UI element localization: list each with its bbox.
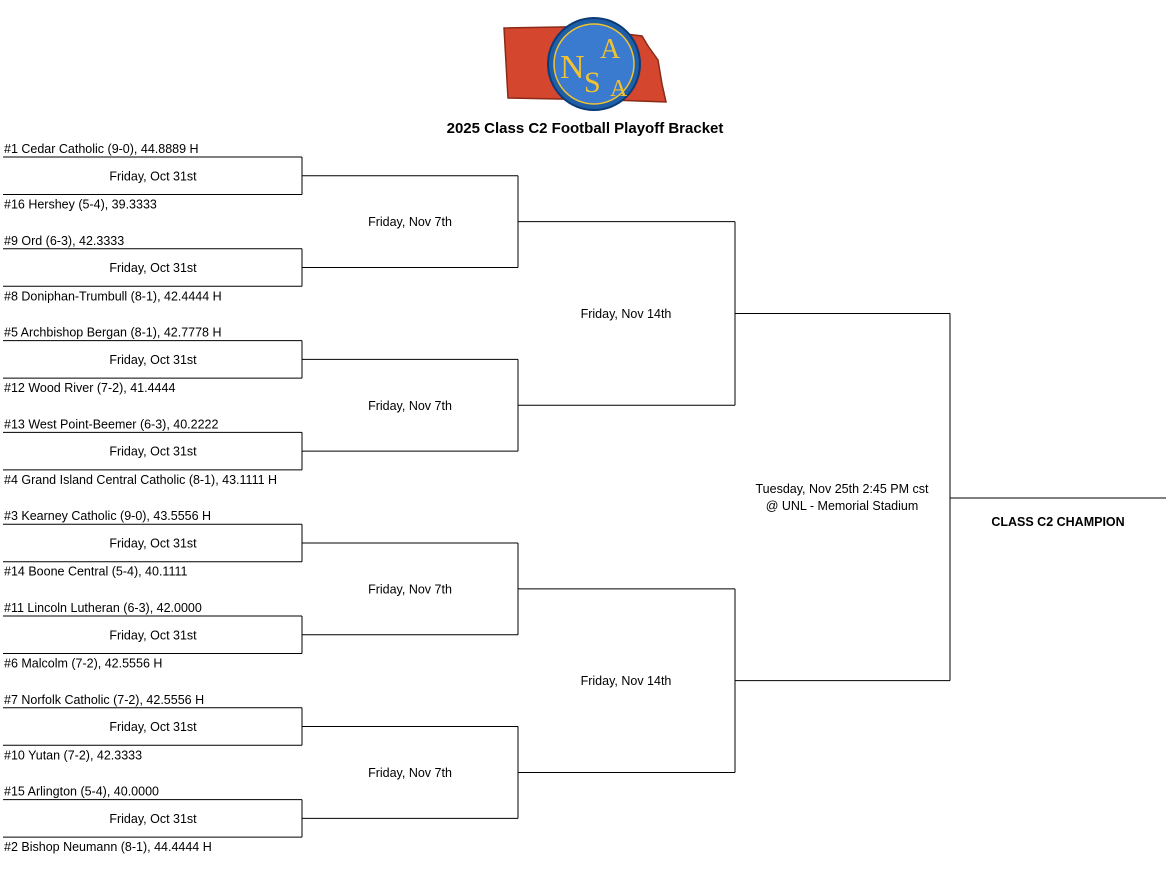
- game-date: Friday, Oct 31st: [109, 628, 197, 642]
- team-label: #2 Bishop Neumann (8-1), 44.4444 H: [4, 840, 212, 854]
- game-date: Friday, Oct 31st: [109, 261, 197, 275]
- game-date: Friday, Oct 31st: [109, 536, 197, 550]
- team-label: #14 Boone Central (5-4), 40.1111: [4, 565, 188, 579]
- team-label: #11 Lincoln Lutheran (6-3), 42.0000: [4, 601, 202, 615]
- svg-text:S: S: [584, 66, 601, 99]
- game-date: Friday, Nov 7th: [368, 215, 452, 229]
- team-label: #7 Norfolk Catholic (7-2), 42.5556 H: [4, 693, 204, 707]
- team-label: #8 Doniphan-Trumbull (8-1), 42.4444 H: [4, 289, 222, 303]
- team-label: #5 Archbishop Bergan (8-1), 42.7778 H: [4, 326, 222, 340]
- game-date: Friday, Oct 31st: [109, 720, 197, 734]
- champion-label: CLASS C2 CHAMPION: [991, 515, 1124, 529]
- game-date: Friday, Oct 31st: [109, 353, 197, 367]
- team-label: #4 Grand Island Central Catholic (8-1), …: [4, 473, 277, 487]
- svg-text:A: A: [600, 34, 621, 65]
- final-date: Tuesday, Nov 25th 2:45 PM cst: [756, 482, 930, 496]
- team-label: #9 Ord (6-3), 42.3333: [4, 234, 124, 248]
- game-date: Friday, Nov 7th: [368, 582, 452, 596]
- svg-text:N: N: [560, 49, 585, 86]
- page-title: 2025 Class C2 Football Playoff Bracket: [446, 120, 724, 137]
- team-label: #12 Wood River (7-2), 41.4444: [4, 381, 175, 395]
- team-label: #10 Yutan (7-2), 42.3333: [4, 748, 142, 762]
- team-label: #15 Arlington (5-4), 40.0000: [4, 785, 159, 799]
- game-date: Friday, Oct 31st: [109, 445, 197, 459]
- game-date: Friday, Oct 31st: [109, 812, 197, 826]
- team-label: #3 Kearney Catholic (9-0), 43.5556 H: [4, 509, 211, 523]
- team-label: #13 West Point-Beemer (6-3), 40.2222: [4, 417, 219, 431]
- game-date: Friday, Nov 7th: [368, 766, 452, 780]
- team-label: #1 Cedar Catholic (9-0), 44.8889 H: [4, 142, 199, 156]
- game-date: Friday, Nov 14th: [581, 307, 672, 321]
- nsaa-logo: N S A A: [503, 17, 667, 111]
- game-date: Friday, Nov 14th: [581, 674, 672, 688]
- game-date: Friday, Nov 7th: [368, 399, 452, 413]
- svg-text:A: A: [610, 76, 628, 102]
- team-label: #6 Malcolm (7-2), 42.5556 H: [4, 657, 162, 671]
- game-date: Friday, Oct 31st: [109, 169, 197, 183]
- final-venue: @ UNL - Memorial Stadium: [766, 499, 919, 513]
- team-label: #16 Hershey (5-4), 39.3333: [4, 198, 157, 212]
